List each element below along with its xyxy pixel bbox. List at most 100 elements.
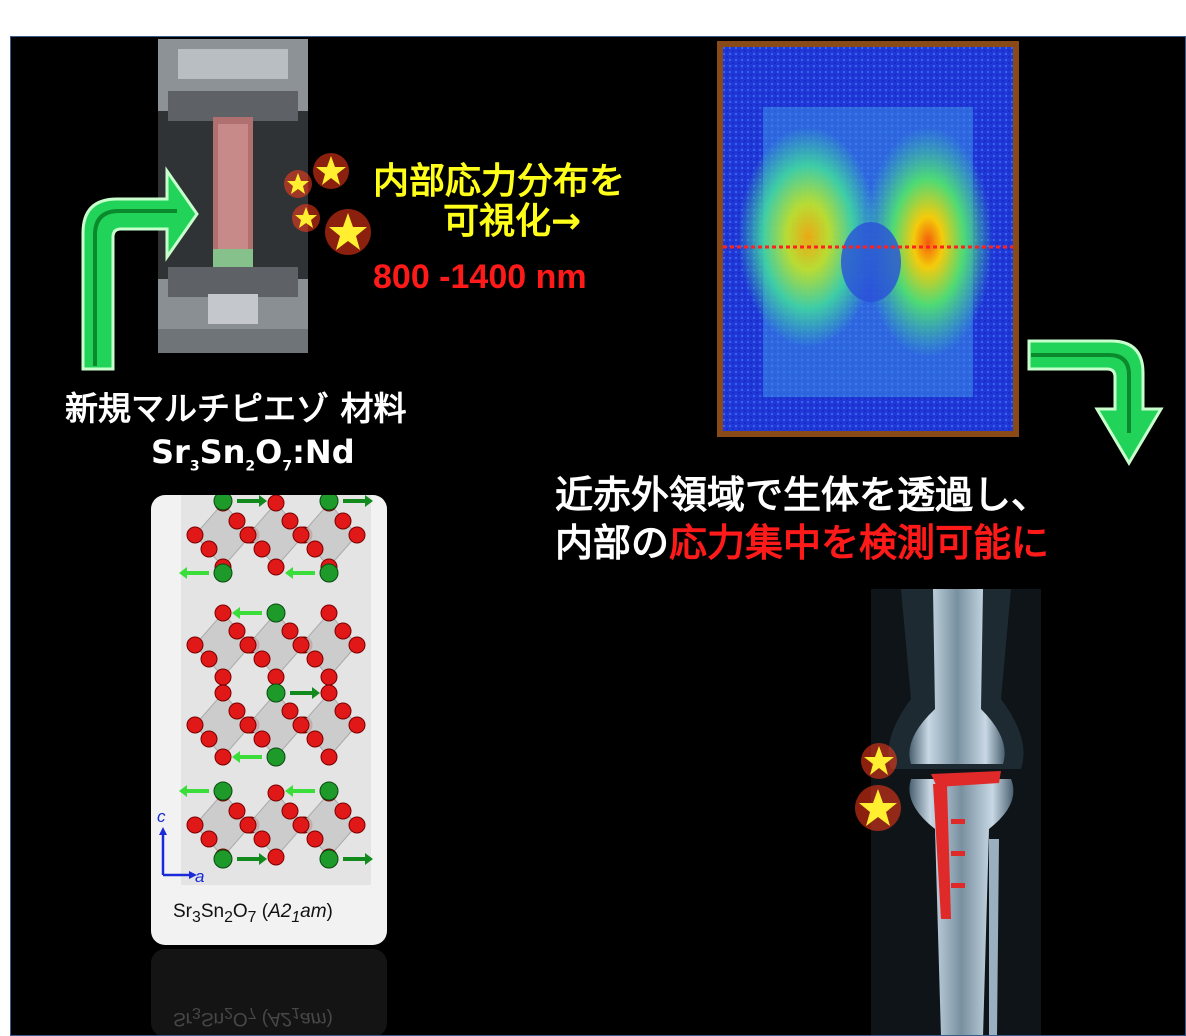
oxygen-atom (186, 716, 204, 734)
oxygen-atom (292, 816, 310, 834)
oxygen-atom (214, 684, 232, 702)
strontium-atom (319, 563, 339, 583)
displacement-arrowhead (179, 785, 187, 797)
oxygen-atom (186, 526, 204, 544)
headline-line2: 可視化→ (443, 201, 582, 242)
oxygen-atom (320, 668, 338, 686)
oxygen-atom (306, 540, 324, 558)
oxygen-atom (200, 730, 218, 748)
displacement-arrowhead (285, 785, 293, 797)
caption-space-group: A2 (268, 901, 292, 922)
caption-paren-open: ( (256, 901, 269, 922)
crystal-caption: Sr3Sn2O7 (A21am) (173, 901, 333, 927)
oxygen-atom (306, 730, 324, 748)
reflection-sn: Sn (200, 1008, 225, 1029)
strontium-atom (266, 603, 286, 623)
tensile-test-photo (158, 39, 308, 353)
formula-sr: Sr (151, 433, 190, 471)
reflection-sub-1: 1 (291, 1004, 301, 1022)
oxygen-atom (292, 526, 310, 544)
message-highlight: 応力集中を検測可能に (669, 521, 1050, 565)
material-formula: Sr3Sn2O7:Nd (151, 435, 355, 475)
reflection-paren-close: ) (326, 1008, 333, 1029)
oxygen-atom (334, 802, 352, 820)
oxygen-atom (281, 802, 299, 820)
oxygen-atom (281, 702, 299, 720)
crystal-structure-diagram (179, 495, 373, 885)
displacement-arrowhead (285, 567, 293, 579)
displacement-arrowhead (259, 853, 267, 865)
caption-o: O (232, 901, 248, 922)
star-icon (313, 153, 349, 189)
oxygen-atom (214, 668, 232, 686)
oxygen-atom (200, 830, 218, 848)
caption-sub-3: 3 (192, 908, 201, 926)
oxygen-atom (267, 668, 285, 686)
oxygen-atom (348, 716, 366, 734)
strontium-atom (213, 563, 233, 583)
oxygen-atom (281, 622, 299, 640)
caption-paren-close: ) (326, 901, 333, 922)
oxygen-atom (253, 650, 271, 668)
message-prefix: 内部の (555, 521, 670, 565)
formula-sub-3: 3 (189, 458, 200, 475)
oxygen-atom (239, 636, 257, 654)
oxygen-atom (228, 702, 246, 720)
oxygen-atom (334, 702, 352, 720)
reflection-group: A2 (268, 1008, 292, 1029)
reflection-o: O (232, 1008, 248, 1029)
strontium-atom (213, 781, 233, 801)
oxygen-atom (200, 540, 218, 558)
oxygen-atom (186, 816, 204, 834)
strontium-atom (213, 849, 233, 869)
reflection-sub-2: 2 (224, 1004, 233, 1022)
oxygen-atom (239, 816, 257, 834)
axes-arrow-icon (159, 827, 197, 879)
oxygen-atom (253, 730, 271, 748)
strontium-atom (266, 683, 286, 703)
oxygen-atom (200, 650, 218, 668)
axis-a-label: a (195, 867, 205, 886)
strontium-atom (266, 747, 286, 767)
formula-sn: Sn (199, 433, 246, 471)
message-line2: 内部の応力集中を検測可能に (555, 521, 1050, 565)
oxygen-atom (267, 848, 285, 866)
displacement-arrowhead (365, 495, 373, 507)
oxygen-atom (281, 512, 299, 530)
strontium-atom (319, 849, 339, 869)
strontium-atom (213, 495, 233, 511)
displacement-arrowhead (232, 607, 240, 619)
wavelength-range: 800 -1400 nm (373, 258, 587, 296)
caption-am: am (300, 901, 327, 922)
figure-panel: 内部応力分布を 可視化→ 800 -1400 nm 新規マルチピエゾ 材料 Sr… (10, 36, 1186, 1036)
oxygen-atom (214, 748, 232, 766)
oxygen-atom (228, 622, 246, 640)
caption-sub-1: 1 (291, 908, 301, 926)
message-line1: 近赤外領域で生体を透過し、 (555, 473, 1050, 517)
caption-sub-7: 7 (247, 908, 257, 926)
formula-o: O (255, 433, 283, 471)
oxygen-atom (186, 636, 204, 654)
star-icon (861, 743, 897, 779)
oxygen-atom (320, 604, 338, 622)
oxygen-atom (253, 540, 271, 558)
knee-xray-image (871, 589, 1041, 1035)
reflection-paren: ( (256, 1008, 269, 1029)
displacement-arrowhead (365, 853, 373, 865)
formula-sub-7: 7 (282, 458, 293, 475)
oxygen-atom (348, 636, 366, 654)
displacement-arrowhead (179, 567, 187, 579)
displacement-arrowhead (312, 687, 320, 699)
oxygen-atom (228, 512, 246, 530)
oxygen-atom (348, 526, 366, 544)
oxygen-atom (320, 748, 338, 766)
strontium-atom (319, 495, 339, 511)
oxygen-atom (239, 716, 257, 734)
bent-arrow-right-down-icon (1027, 339, 1164, 466)
oxygen-atom (228, 802, 246, 820)
star-icon (855, 785, 901, 831)
material-name: 新規マルチピエゾ 材料 (65, 389, 407, 428)
caption-sn: Sn (200, 901, 225, 922)
caption-sub-2: 2 (224, 908, 233, 926)
oxygen-atom (320, 684, 338, 702)
